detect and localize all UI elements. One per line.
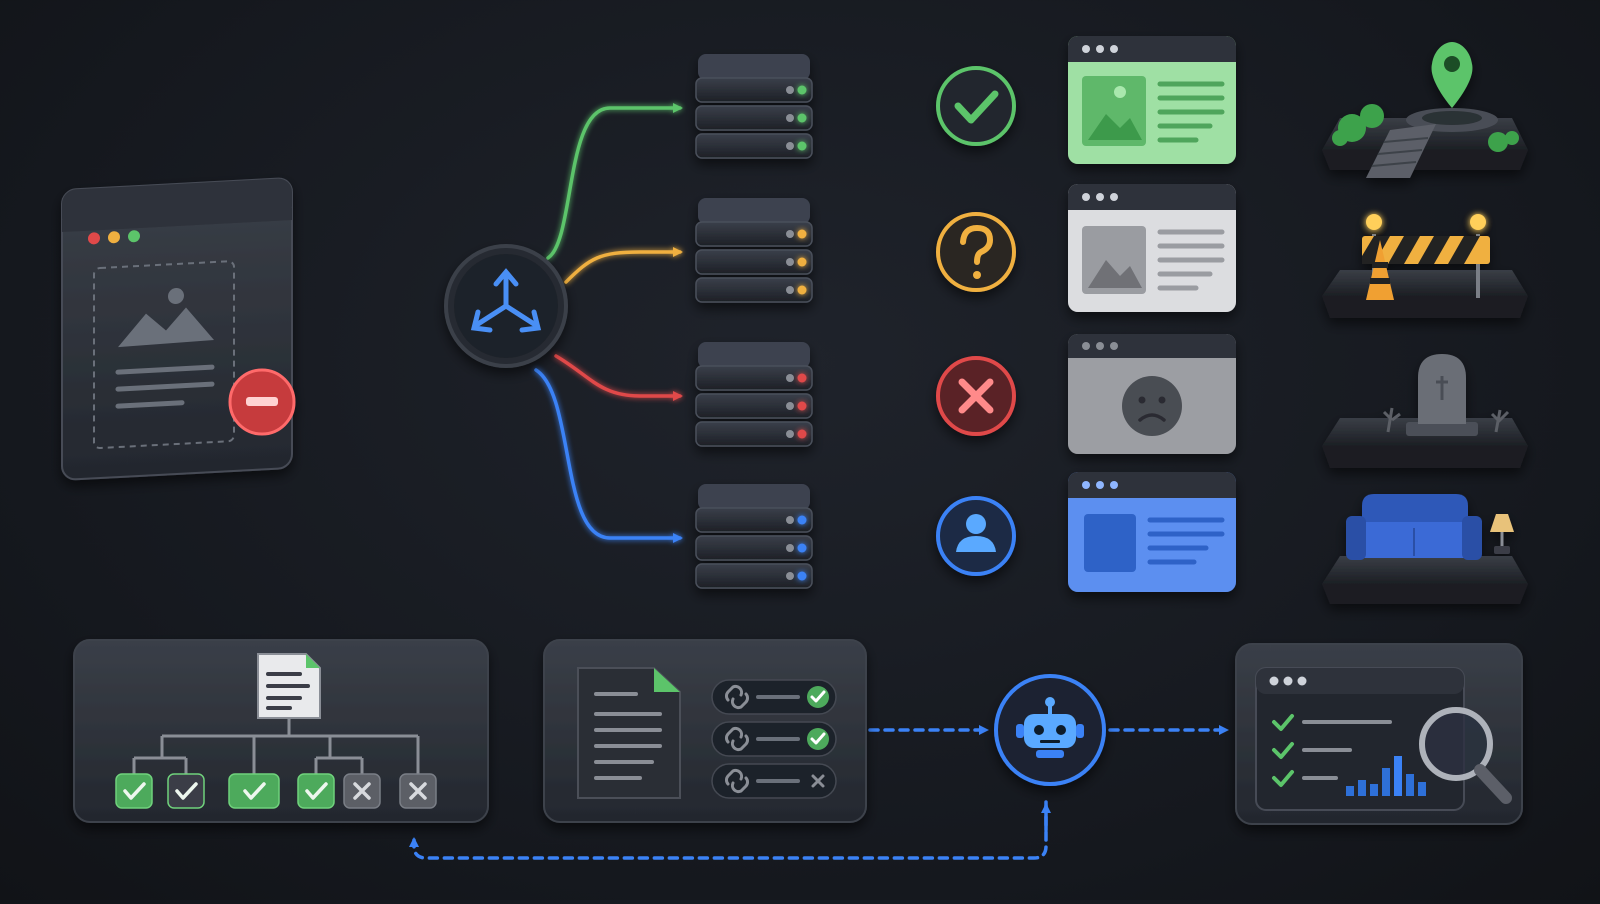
sitemap-leaves	[115, 773, 437, 809]
server-stack-unknown	[695, 198, 813, 303]
link-icon	[725, 684, 749, 710]
blue-page	[1068, 472, 1236, 592]
check-circle-icon	[954, 90, 999, 124]
bot-feedback-loop-arrow	[409, 800, 1048, 860]
server-stack-failed	[695, 342, 813, 447]
magnifier-icon	[1419, 707, 1512, 804]
image-icon	[1082, 76, 1146, 146]
connectors	[294, 103, 1325, 860]
sad-face-icon	[1122, 376, 1182, 436]
window-close-dot-icon	[88, 232, 100, 245]
tree-leaf-check-1	[167, 773, 205, 809]
broken-page-window	[61, 177, 296, 481]
grey-page	[1068, 184, 1236, 312]
server-stack-ok	[695, 54, 813, 159]
bar-chart-icon	[1346, 756, 1426, 796]
minus-badge-icon	[228, 368, 296, 436]
green-page	[1068, 36, 1236, 164]
router-to-server-blue	[534, 368, 683, 543]
status-error-node	[936, 356, 1016, 436]
sitemap-tree-panel	[73, 639, 489, 823]
window-maximize-dot-icon	[128, 230, 140, 243]
status-question-node	[936, 212, 1016, 292]
tree-leaf-check-3	[297, 773, 335, 809]
server-stack-user	[695, 484, 813, 589]
router-to-server-green	[546, 103, 683, 260]
link-rows	[711, 679, 837, 799]
router-node	[444, 244, 568, 368]
tree-leaf-x-5	[399, 773, 437, 809]
search-report-panel	[1235, 643, 1523, 825]
tree-leaf-check-0	[115, 773, 153, 809]
x-circle-icon	[958, 378, 994, 414]
link-row-0	[711, 679, 837, 715]
image-icon	[1082, 226, 1146, 294]
router-to-server-orange	[564, 247, 683, 284]
check-list-icon	[1272, 714, 1392, 787]
crawler-bot-node	[994, 674, 1106, 786]
document-icon	[577, 667, 681, 799]
robot-icon	[1016, 697, 1084, 758]
text-lines-icon	[115, 364, 215, 409]
link-row-2	[711, 763, 837, 799]
couch-lamp-icon	[1322, 494, 1528, 604]
sad-face-page	[1068, 334, 1236, 454]
map-pin-path-icon	[1322, 42, 1528, 178]
tree-leaf-x-4	[343, 773, 381, 809]
status-check-node	[936, 66, 1016, 146]
question-circle-icon	[960, 224, 994, 279]
branch-split-icon	[470, 268, 542, 333]
server-stacks	[695, 54, 813, 589]
window-minimize-dot-icon	[108, 231, 120, 244]
link-checker-panel	[543, 639, 867, 823]
image-icon	[118, 288, 214, 348]
document-icon	[257, 653, 321, 719]
link-row-1	[711, 721, 837, 757]
user-circle-icon	[956, 514, 996, 552]
link-icon	[725, 768, 749, 794]
router-to-server-red	[554, 354, 683, 401]
link-icon	[725, 726, 749, 752]
tombstone-icon	[1322, 354, 1528, 468]
status-user-node	[936, 496, 1016, 576]
tree-leaf-check-2	[228, 773, 280, 809]
roadblock-icon	[1322, 214, 1528, 318]
